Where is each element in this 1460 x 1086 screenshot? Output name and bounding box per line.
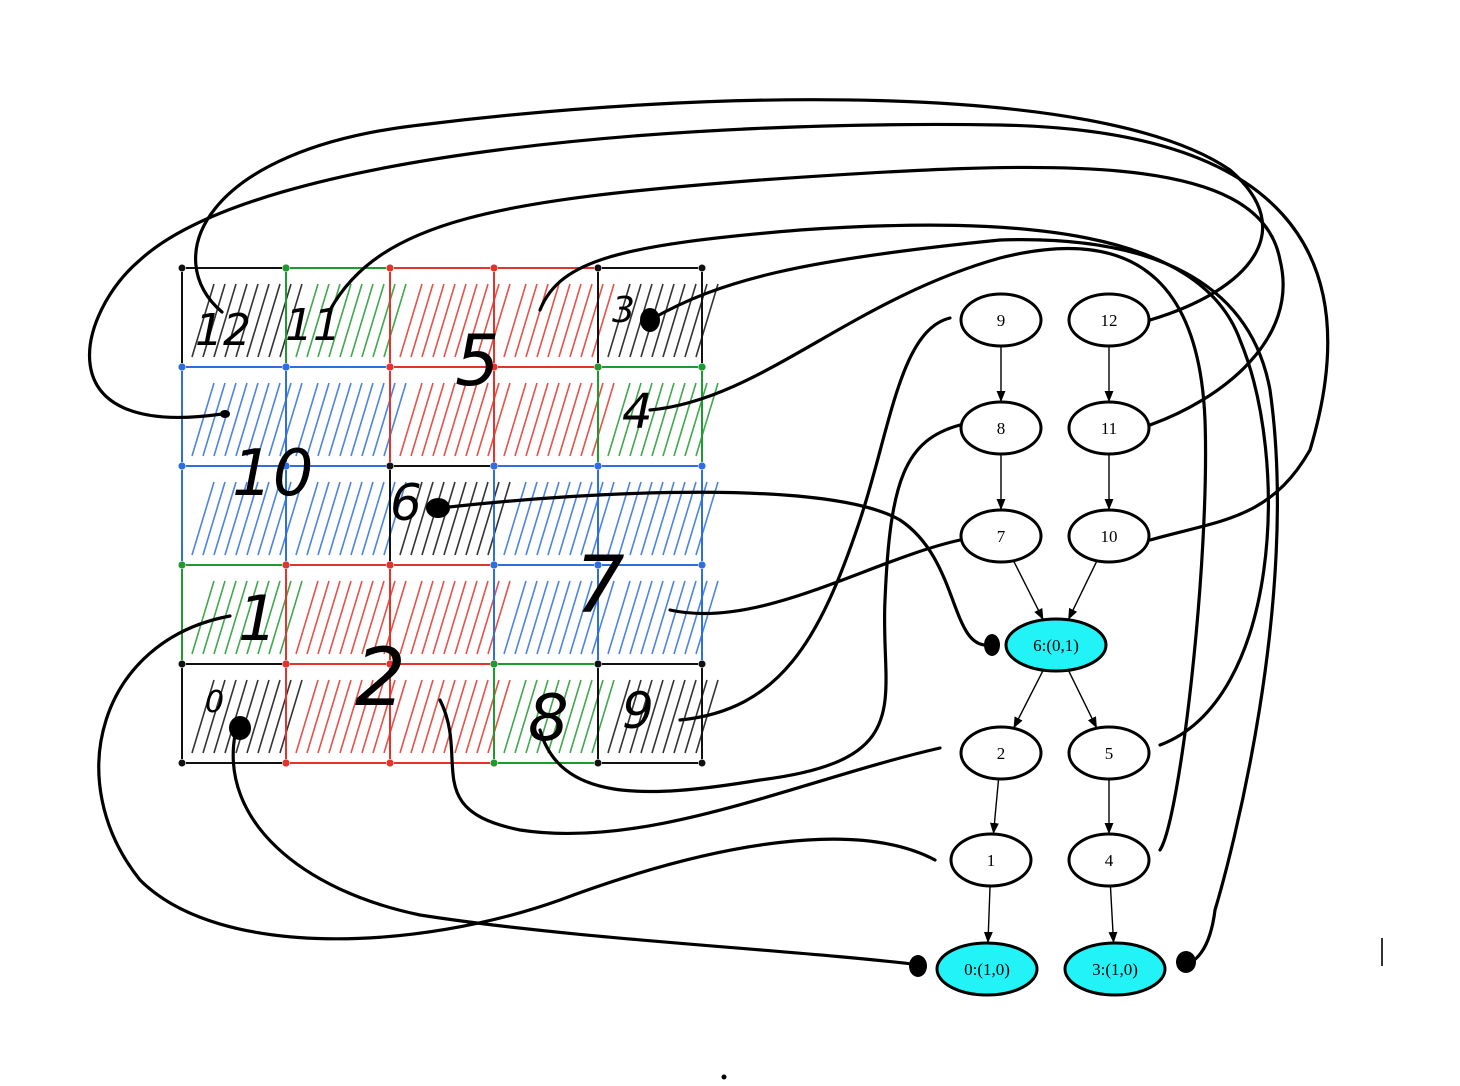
- connector-2: [438, 698, 942, 836]
- handwritten-label: 9: [622, 682, 654, 740]
- graph-node-5: 5: [1067, 725, 1151, 781]
- graph-node-10: 10: [1067, 508, 1151, 564]
- handwritten-label: 5: [455, 320, 500, 402]
- grid-cell: [178, 660, 303, 767]
- ink-dot: [909, 955, 927, 977]
- connector-12: [194, 98, 1265, 322]
- connector-5: [538, 223, 1270, 747]
- connector-6: [438, 490, 992, 647]
- ink-dot: [640, 308, 660, 332]
- graph-edge: [989, 778, 1000, 835]
- graph-node-3: 3:(1,0): [1063, 941, 1167, 997]
- handwritten-label: 4: [622, 384, 653, 440]
- graph-node-label: 2: [997, 744, 1006, 763]
- graph-node-label: 12: [1101, 311, 1118, 330]
- graph-node-2: 2: [959, 725, 1043, 781]
- handwritten-label: 7: [575, 541, 625, 631]
- grid-cell: [490, 264, 615, 371]
- graph-node-0: 0:(1,0): [935, 941, 1039, 997]
- graph-node-9: 9: [959, 292, 1043, 348]
- graph-edge: [983, 885, 993, 944]
- graph-node-6: 6:(0,1): [1004, 617, 1108, 673]
- grid-cell: [594, 660, 719, 767]
- handwritten-label: 10: [232, 437, 313, 511]
- handwritten-label: 11: [285, 300, 341, 351]
- graph-node-label: 3:(1,0): [1092, 960, 1138, 979]
- hatched-grid: [178, 264, 719, 767]
- ink-dot: [426, 498, 450, 518]
- graph-edge: [1108, 885, 1118, 944]
- grid-cell: [594, 462, 719, 569]
- connector-7: [668, 538, 962, 616]
- grid-cell: [386, 363, 511, 470]
- handwritten-label: 2: [355, 631, 406, 724]
- handwritten-label: 8: [528, 682, 569, 756]
- graph-node-label: 0:(1,0): [964, 960, 1010, 979]
- graph-nodes: 9 12 8 11 7 10 6:(0,1) 2 5 1 4 0:(1,0) 3:(1,0): [935, 292, 1167, 997]
- hand-drawn-connectors: [87, 98, 1330, 967]
- graph-edges: [983, 346, 1118, 944]
- graph-node-1: 1: [949, 832, 1033, 888]
- connector-11: [328, 165, 1285, 427]
- graph-node-label: 7: [997, 527, 1006, 546]
- handwritten-label: 3: [612, 290, 635, 331]
- connector-1: [97, 614, 937, 941]
- connector-9: [678, 316, 952, 722]
- graph-node-label: 4: [1105, 851, 1114, 870]
- graph-node-label: 9: [997, 311, 1006, 330]
- graph-edge: [1013, 669, 1044, 729]
- handwritten-label: 1: [238, 582, 277, 655]
- stray-mark: [1381, 938, 1383, 966]
- grid-cell: [490, 363, 615, 470]
- connector-3: [648, 238, 1279, 967]
- handwritten-label: 0: [205, 685, 224, 720]
- graph-node-label: 1: [987, 851, 996, 870]
- graph-node-11: 11: [1067, 400, 1151, 456]
- grid-cell: [490, 660, 615, 767]
- grid-cell: [594, 363, 719, 470]
- graph-node-label: 11: [1101, 419, 1117, 438]
- graph-node-label: 6:(0,1): [1033, 636, 1079, 655]
- graph-node-12: 12: [1067, 292, 1151, 348]
- graph-node-4: 4: [1067, 832, 1151, 888]
- graph-edge: [1012, 560, 1044, 620]
- graph-node-8: 8: [959, 400, 1043, 456]
- ink-dot: [220, 410, 230, 418]
- graph-node-label: 10: [1101, 527, 1118, 546]
- handwritten-label: 6: [390, 474, 422, 532]
- ink-blobs: [220, 308, 1196, 977]
- graph-edge: [1067, 669, 1098, 729]
- connector-8: [538, 423, 962, 794]
- stray-dot: [721, 1074, 727, 1080]
- graph-node-7: 7: [959, 508, 1043, 564]
- graph-node-label: 5: [1105, 744, 1114, 763]
- connector-0: [231, 733, 922, 967]
- connector-10: [87, 122, 1330, 542]
- graph-node-label: 8: [997, 419, 1006, 438]
- ink-dot: [984, 634, 1000, 656]
- ink-dot: [229, 716, 251, 740]
- handwritten-label: 12: [195, 305, 251, 356]
- connector-4: [648, 247, 1208, 852]
- graph-edge: [1068, 560, 1098, 620]
- ink-dot: [1176, 951, 1196, 973]
